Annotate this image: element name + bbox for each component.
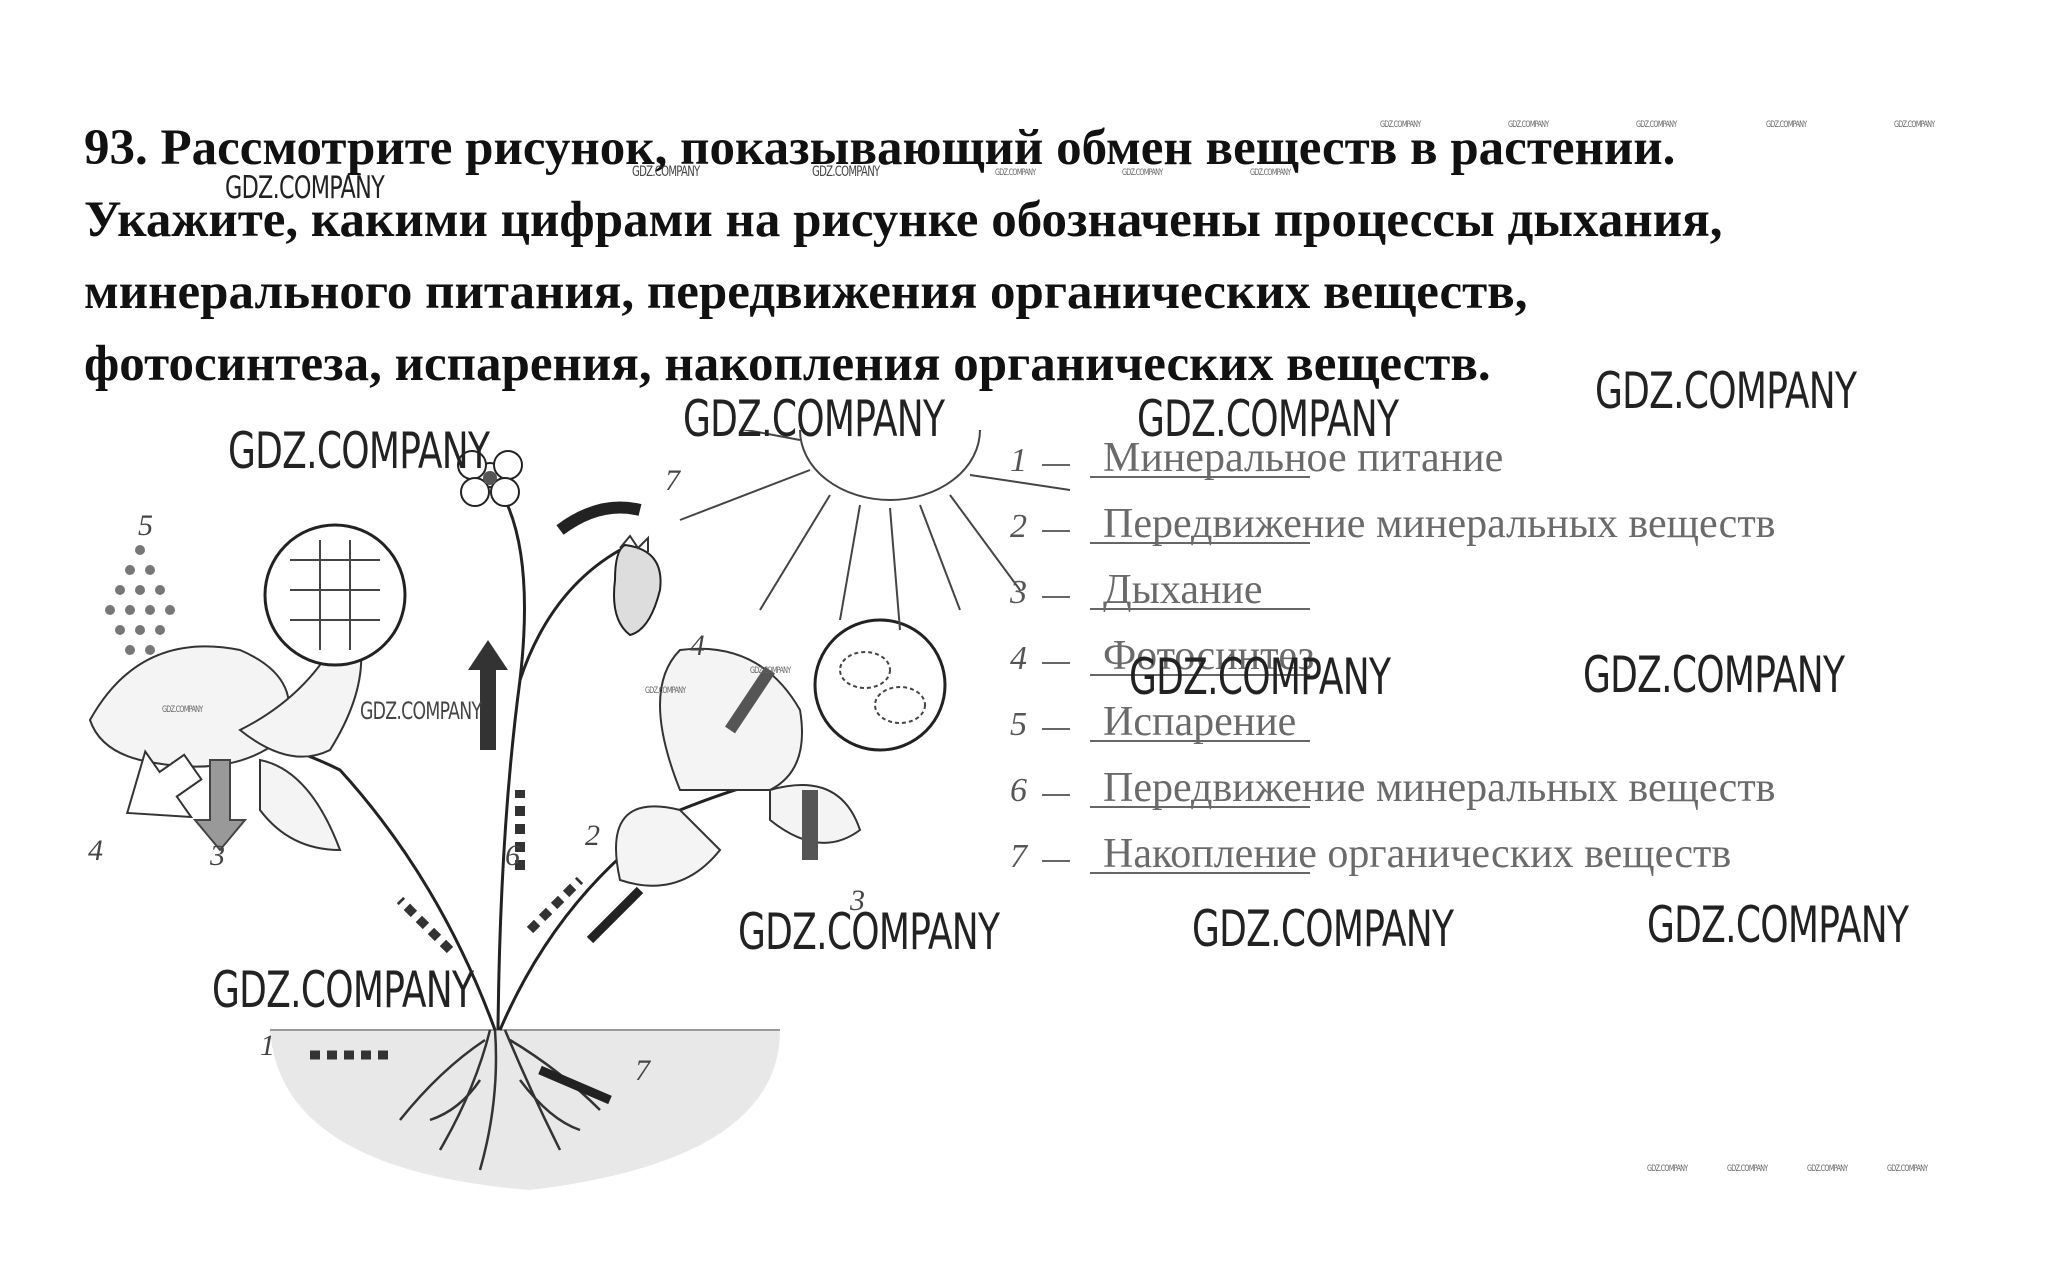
watermark: GDZ.COMPANY (1807, 1164, 1848, 1174)
question-line-2: Укажите, какими цифрами на рисунке обозн… (84, 192, 1723, 248)
cell-magnify-left (263, 523, 407, 667)
plant-metabolism-figure: 5 4 3 7 4 6 2 3 1 7 (88, 430, 1071, 1190)
answer-underline (1090, 608, 1310, 610)
watermark: GDZ.COMPANY (1647, 1164, 1688, 1174)
watermark: GDZ.COMPANY (632, 164, 700, 180)
fig-label-4-right: 4 (690, 629, 705, 662)
fig-label-7-top: 7 (665, 464, 682, 497)
answer-dash (1042, 464, 1070, 466)
answer-number: 3 (1010, 574, 1027, 611)
watermark: GDZ.COMPANY (1647, 896, 1909, 954)
process-arrows (125, 501, 818, 1105)
watermark: GDZ.COMPANY (738, 903, 1000, 961)
watermark: GDZ.COMPANY (1192, 900, 1454, 958)
answer-text: Накопление органических веществ (1103, 831, 1732, 877)
soil-area (270, 1029, 780, 1190)
cell-magnify-right (813, 618, 947, 752)
answer-text: Передвижение минеральных веществ (1103, 501, 1776, 547)
answer-number: 6 (1010, 772, 1027, 809)
answer-row: 4 Фотосинтез (1000, 618, 2000, 684)
answer-underline (1090, 806, 1310, 808)
fig-label-5: 5 (138, 509, 153, 542)
watermark: GDZ.COMPANY (1766, 120, 1807, 130)
evaporation-dots (105, 545, 175, 655)
watermark: GDZ.COMPANY (645, 686, 686, 696)
answer-dash (1042, 728, 1070, 730)
answer-underline (1090, 674, 1310, 676)
left-leaf (88, 607, 363, 852)
watermark: GDZ.COMPANY (212, 961, 474, 1019)
answer-dash (1042, 530, 1070, 532)
answer-dash (1042, 662, 1070, 664)
answer-dash (1042, 596, 1070, 598)
answer-row: 3 Дыхание (1000, 552, 2000, 618)
answer-number: 5 (1010, 706, 1027, 743)
answer-row: 5 Испарение (1000, 684, 2000, 750)
watermark: GDZ.COMPANY (1129, 648, 1391, 706)
fig-label-3-right: 3 (849, 884, 865, 917)
fig-label-1: 1 (260, 1029, 275, 1062)
answer-number: 7 (1010, 838, 1027, 875)
question-line-1: 93. Рассмотрите рисунок, показывающий об… (84, 120, 1676, 176)
question-line-3: минерального питания, передвижения орган… (84, 264, 1528, 320)
answer-row: 6 Передвижение минеральных веществ (1000, 750, 2000, 816)
answer-dash (1042, 860, 1070, 862)
watermark: GDZ.COMPANY (1894, 120, 1935, 130)
sun (679, 430, 1071, 631)
fig-label-6: 6 (505, 839, 520, 872)
answer-text: Передвижение минеральных веществ (1103, 765, 1776, 811)
question-line-4: фотосинтеза, испарения, накопления орган… (84, 336, 1491, 392)
watermark: GDZ.COMPANY (1137, 390, 1399, 448)
fig-label-2: 2 (585, 819, 600, 852)
watermark: GDZ.COMPANY (225, 170, 385, 206)
watermark: GDZ.COMPANY (1250, 168, 1291, 178)
watermark: GDZ.COMPANY (1727, 1164, 1768, 1174)
figure-labels: 5 4 3 7 4 6 2 3 1 7 (88, 464, 865, 1087)
watermark: GDZ.COMPANY (162, 705, 203, 715)
answer-text: Фотосинтез (1103, 633, 1315, 679)
watermark: GDZ.COMPANY (1887, 1164, 1928, 1174)
answer-number: 1 (1010, 442, 1027, 479)
answer-text: Дыхание (1103, 567, 1263, 613)
strawberry (613, 534, 662, 637)
answer-row: 2 Передвижение минеральных веществ (1000, 486, 2000, 552)
watermark: GDZ.COMPANY (1508, 120, 1549, 130)
watermark: GDZ.COMPANY (360, 697, 482, 725)
answer-underline (1090, 476, 1310, 478)
question-text: 93. Рассмотрите рисунок, показывающий об… (84, 112, 2004, 400)
watermark: GDZ.COMPANY (812, 164, 880, 180)
watermark: GDZ.COMPANY (1122, 168, 1163, 178)
watermark: GDZ.COMPANY (750, 666, 791, 676)
fig-label-4-left: 4 (88, 834, 103, 867)
watermark: GDZ.COMPANY (1595, 362, 1857, 420)
answer-number: 2 (1010, 508, 1027, 545)
flower (457, 450, 523, 507)
answer-row: 1 Минеральное питание (1000, 420, 2000, 486)
watermark: GDZ.COMPANY (683, 390, 945, 448)
answer-underline (1090, 740, 1310, 742)
answer-row: 7 Накопление органических веществ (1000, 816, 2000, 882)
answer-number: 4 (1010, 640, 1027, 677)
answer-underline (1090, 872, 1310, 874)
answer-text: Минеральное питание (1103, 435, 1504, 481)
roots (399, 1029, 601, 1171)
answer-dash (1042, 794, 1070, 796)
fig-label-7-bottom: 7 (635, 1054, 652, 1087)
watermark: GDZ.COMPANY (1583, 646, 1845, 704)
answer-underline (1090, 542, 1310, 544)
watermark: GDZ.COMPANY (1636, 120, 1677, 130)
watermark: GDZ.COMPANY (995, 168, 1036, 178)
watermark: GDZ.COMPANY (228, 422, 490, 480)
fig-label-3-left: 3 (209, 839, 225, 872)
watermark: GDZ.COMPANY (1380, 120, 1421, 130)
answer-text: Испарение (1103, 699, 1297, 745)
